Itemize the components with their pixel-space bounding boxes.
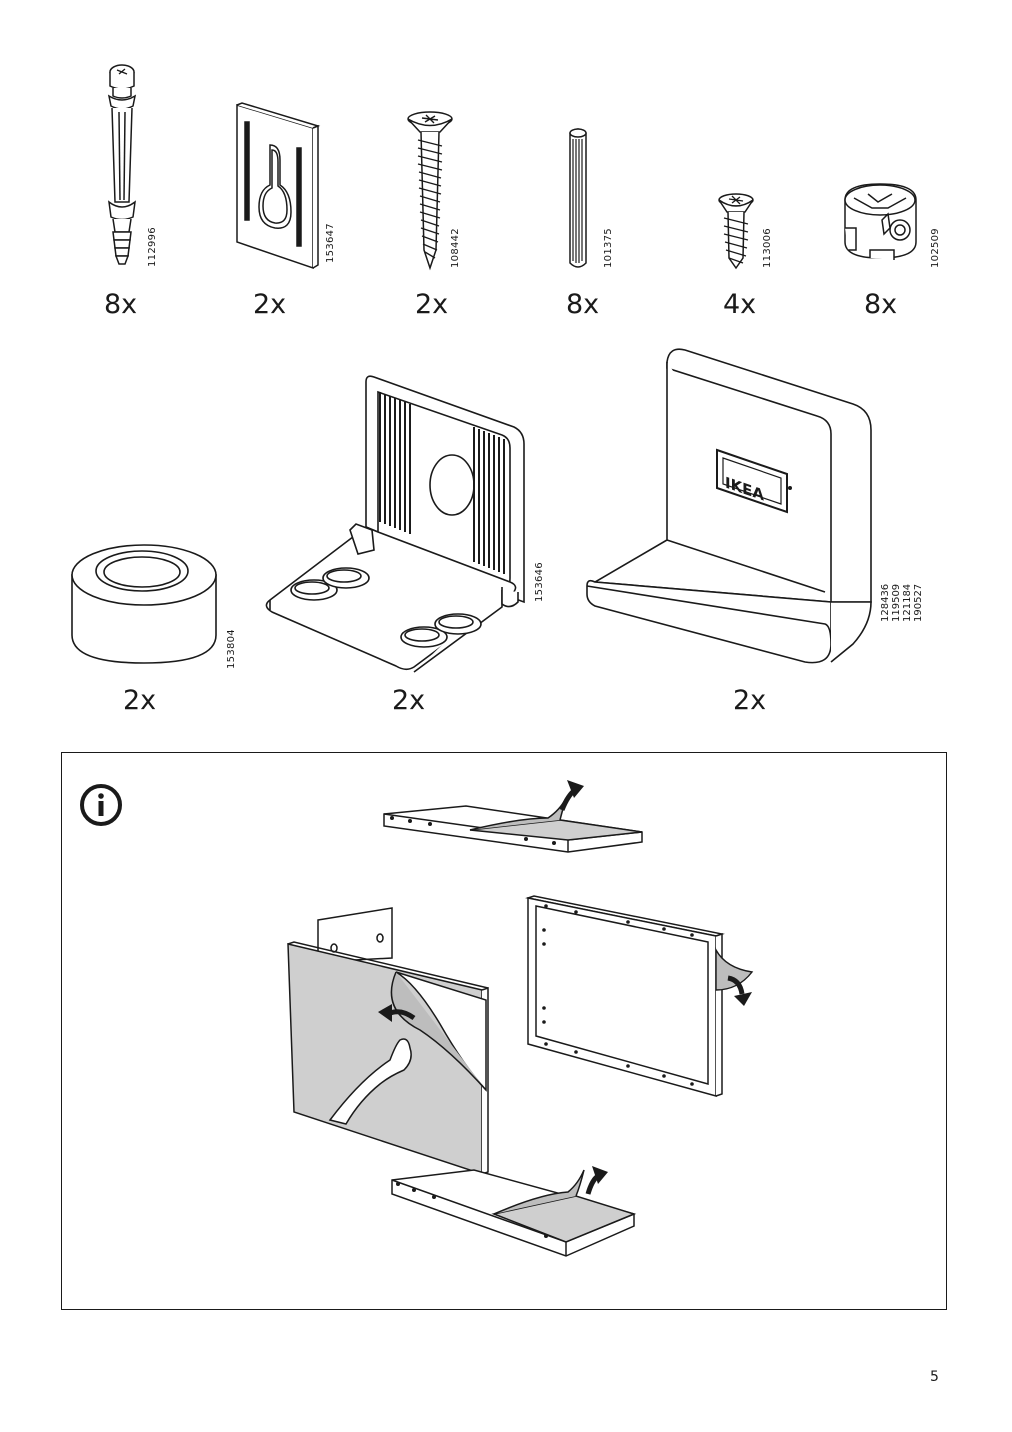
part-quantity: 8x bbox=[864, 289, 898, 320]
part-quantity: 2x bbox=[253, 289, 287, 320]
wood-dowel-icon bbox=[569, 128, 587, 268]
round-foot-icon bbox=[71, 544, 217, 664]
short-screw-icon bbox=[718, 193, 754, 270]
cam-lock-icon bbox=[844, 183, 917, 260]
dowel-cam-bolt-icon bbox=[107, 64, 137, 265]
part-ikea-bracket: IKEA 128436 119509 121184 190527 bbox=[585, 344, 924, 669]
part-153647: 153647 bbox=[225, 100, 345, 275]
info-box bbox=[61, 752, 947, 1310]
part-102509: 102509 bbox=[840, 180, 950, 275]
ikea-logo-bracket-icon: IKEA bbox=[586, 348, 872, 664]
part-quantity: 2x bbox=[123, 685, 157, 716]
part-quantity: 2x bbox=[415, 289, 449, 320]
part-101375: 101375 bbox=[560, 125, 620, 275]
part-113006: 113006 bbox=[712, 190, 782, 275]
info-icon bbox=[80, 784, 122, 826]
part-quantity: 4x bbox=[723, 289, 757, 320]
wood-screw-icon bbox=[407, 111, 453, 271]
part-153646: 153646 bbox=[262, 372, 552, 673]
part-quantity: 2x bbox=[733, 685, 767, 716]
page-number: 5 bbox=[930, 1369, 939, 1385]
l-bracket-icon bbox=[265, 375, 525, 673]
part-quantity: 2x bbox=[392, 685, 426, 716]
keyhole-bracket-icon bbox=[236, 102, 321, 270]
part-108442: 108442 bbox=[400, 110, 470, 275]
part-153804: 153804 bbox=[70, 535, 250, 675]
part-quantity: 8x bbox=[566, 289, 600, 320]
part-quantity: 8x bbox=[104, 289, 138, 320]
part-112996: 112996 bbox=[95, 62, 158, 282]
